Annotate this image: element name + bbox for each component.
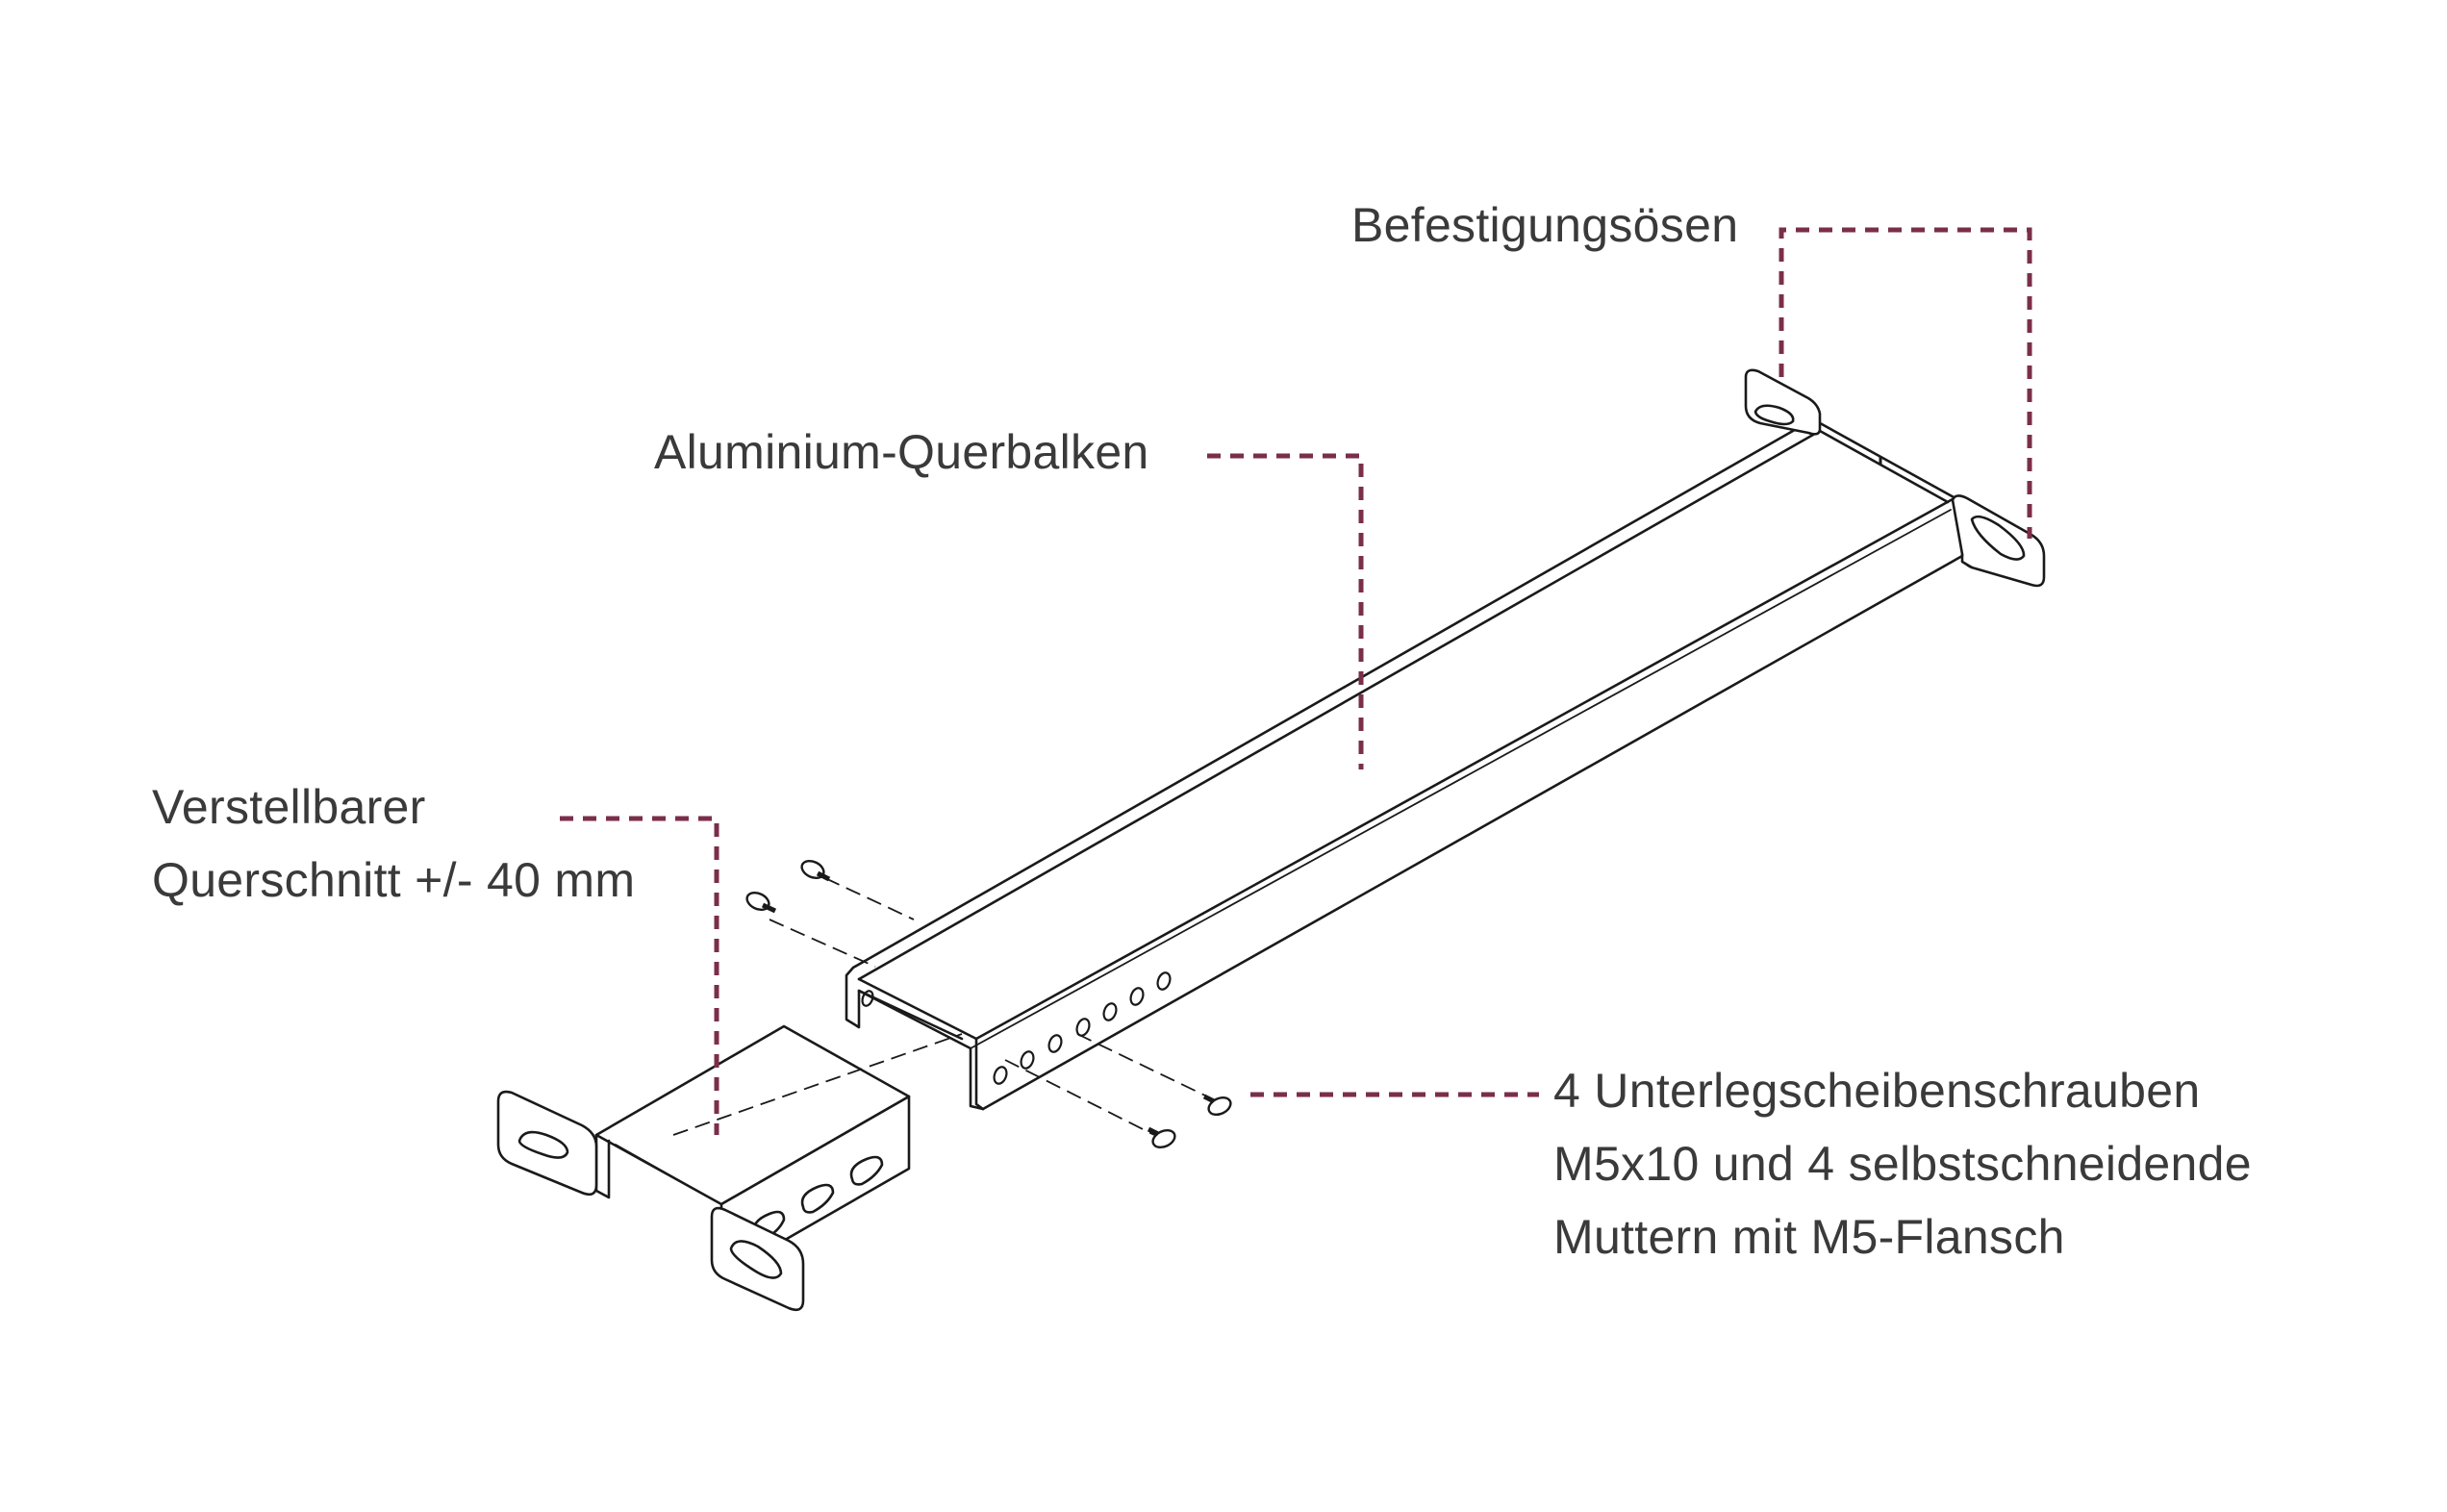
left-mounting-eye-front [710,1206,805,1312]
label-screws-line-2: M5x10 und 4 selbstschneidende [1553,1137,2252,1191]
label-adjustable-line-1: Verstellbarer [152,780,426,834]
screw-icon [1202,1094,1232,1117]
screws [745,859,1232,1149]
right-mounting-eye-back [1744,368,1822,436]
label-screws: 4 Unterlegscheibenschrauben M5x10 und 4 … [1553,1054,2252,1273]
label-screws-line-3: Muttern mit M5-Flansch [1553,1210,2065,1264]
label-adjustable-line-2: Querschnitt +/- 40 mm [152,853,636,907]
label-adjustable-section: Verstellbarer Querschnitt +/- 40 mm [152,770,635,917]
screw-icon [800,859,831,882]
label-mounting-eyes: Befestigungsösen [1351,198,1739,252]
leader-adjustable [560,816,719,1135]
screw-icon [745,891,777,914]
right-mounting-eye-front [1951,494,2046,588]
leader-lines [560,227,2032,1135]
leader-mounting-eyes [1778,227,2032,539]
aluminium-crossbar [845,417,1964,1111]
screw-icon [1147,1126,1176,1149]
left-mounting-eye-back [496,1090,598,1197]
label-crossbar: Aluminium-Querbalken [654,425,1149,479]
assembly-guide-lines [672,877,1208,1136]
label-screws-line-1: 4 Unterlegscheibenschrauben [1553,1064,2201,1118]
leader-crossbar [1207,453,1364,769]
